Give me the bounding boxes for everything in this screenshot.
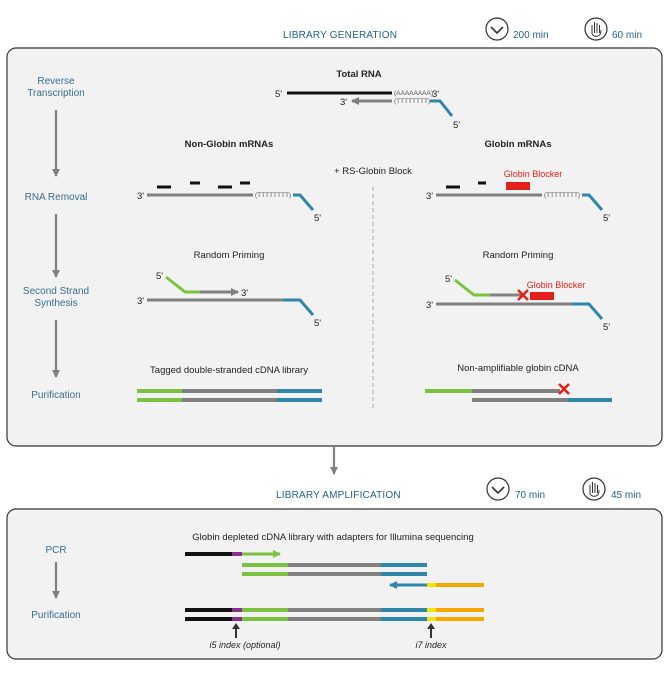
step-transcription: Transcription: [27, 88, 84, 99]
g2-5prime: 5': [603, 322, 610, 333]
non-globin-heading: Non-Globin mRNAs: [185, 139, 274, 150]
ng2-5prime: 5': [314, 318, 321, 329]
hand-icon: [584, 17, 608, 41]
g-oligo-dt: (TTTTTTTT): [544, 192, 580, 199]
amplification-time-total: 70 min: [515, 490, 545, 501]
poly-a-tail: (AAAAAAAA): [394, 90, 433, 97]
step-pcr: PCR: [45, 545, 66, 556]
ng-adapter: [293, 193, 315, 211]
ng-random-primer: [165, 275, 200, 294]
non-amplifiable-x-icon: [558, 383, 570, 395]
tagged-library-label: Tagged double-stranded cDNA library: [150, 365, 308, 376]
g-adapter: [582, 193, 604, 211]
g-random-primer: [454, 278, 490, 297]
step-synthesis: Synthesis: [34, 298, 77, 309]
globin-blocker-label-2: Globin Blocker: [527, 280, 586, 290]
ng-3prime: 3': [137, 191, 144, 202]
step-reverse: Reverse: [37, 76, 75, 87]
globin-blocker-label-1: Globin Blocker: [504, 169, 563, 179]
globin-blocker-2: [530, 292, 554, 300]
i5-pointer-arrow: [232, 623, 240, 638]
rna-5prime: 5': [275, 89, 282, 100]
ng-oligo-dt: (TTTTTTTT): [255, 192, 291, 199]
generation-time-hands-on: 60 min: [612, 30, 642, 41]
amplification-caption: Globin depleted cDNA library with adapte…: [192, 532, 473, 543]
ng-extension-3prime: 3': [241, 288, 248, 299]
adapter-5prime: 5': [453, 120, 460, 131]
total-rna-label: Total RNA: [336, 69, 381, 80]
rt-adapter: [430, 99, 454, 117]
g-5prime: 5': [603, 213, 610, 224]
step-purification: Purification: [31, 390, 80, 401]
amplification-panel: [6, 508, 663, 660]
clock-icon: [485, 17, 509, 41]
hand-icon: [582, 477, 606, 501]
globin-heading: Globin mRNAs: [484, 139, 551, 150]
step-rna-removal: RNA Removal: [25, 192, 88, 203]
step-second-strand: Second Strand: [23, 286, 89, 297]
clock-icon: [486, 477, 510, 501]
ng-first-strand-adapter: [283, 298, 315, 316]
blocked-x-icon: [517, 289, 529, 301]
ng2-3prime: 3': [137, 296, 144, 307]
g-primer-5prime: 5': [445, 274, 452, 285]
g2-3prime: 3': [426, 300, 433, 311]
i7-pointer-arrow: [427, 623, 435, 638]
globin-blocker-1: [506, 182, 530, 190]
i7-index-label: i7 index: [415, 640, 447, 650]
ng-random-priming: Random Priming: [194, 250, 265, 261]
non-amplifiable-label: Non-amplifiable globin cDNA: [457, 363, 579, 374]
rna-3prime: 3': [432, 89, 439, 100]
generation-time-total: 200 min: [513, 30, 549, 41]
g-3prime: 3': [426, 191, 433, 202]
generation-panel: [6, 47, 663, 447]
cdna-3prime: 3': [340, 97, 347, 108]
g-first-strand-adapter: [572, 302, 604, 320]
ng-5prime: 5': [314, 213, 321, 224]
oligo-dt: (TTTTTTTT): [394, 98, 430, 105]
step-purification-2: Purification: [31, 610, 80, 621]
ng-primer-5prime: 5': [156, 271, 163, 282]
generation-title: LIBRARY GENERATION: [283, 30, 397, 41]
amplification-title: LIBRARY AMPLIFICATION: [276, 490, 401, 501]
g-random-priming: Random Priming: [483, 250, 554, 261]
amplification-time-hands-on: 45 min: [611, 490, 641, 501]
rs-globin-block-label: + RS-Globin Block: [334, 166, 412, 177]
i5-index-label: i5 index (optional): [209, 640, 280, 650]
